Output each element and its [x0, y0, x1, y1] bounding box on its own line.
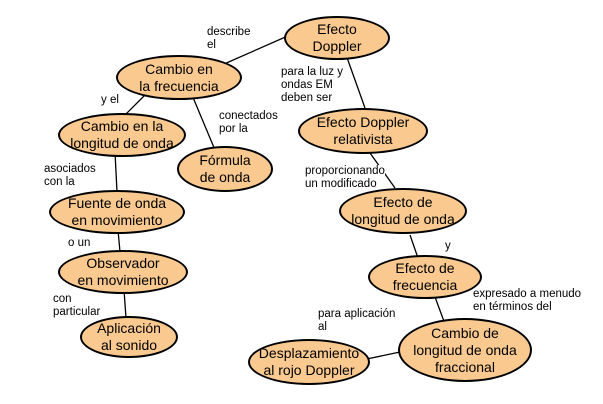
link-label-con-particular: con particular [53, 293, 101, 319]
node-efecto-doppler: Efecto Doppler [284, 16, 390, 60]
link-label-asociados: asociados con la [44, 163, 96, 189]
node-formula-onda-text: Fórmula de onda [199, 152, 251, 185]
node-cambio-longitud-fraccional-text: Cambio de longitud de onda fraccional [413, 324, 517, 375]
node-efecto-doppler-relativista-text: Efecto Doppler relativista [316, 114, 410, 147]
node-formula-onda: Fórmula de onda [177, 146, 273, 192]
node-aplicacion-sonido-text: Aplicación al sonido [97, 320, 161, 353]
node-desplazamiento-rojo-text: Desplazamiento al rojo Doppler [258, 345, 360, 378]
node-cambio-longitud-text: Cambio en la longitud de onda [70, 118, 174, 151]
node-desplazamiento-rojo: Desplazamiento al rojo Doppler [248, 339, 370, 385]
node-cambio-frecuencia-text: Cambio en la frecuencia [139, 60, 219, 94]
link-label-conectados: conectados por la [219, 110, 278, 136]
node-efecto-doppler-text: Efecto Doppler [312, 21, 362, 54]
edge-efectolongitud-efectofrecuencia [409, 234, 419, 259]
link-label-y-el: y el [101, 94, 119, 107]
node-observador-movimiento-text: Observador en movimiento [77, 255, 169, 288]
edge-frecuencia-formula [191, 94, 216, 151]
node-observador-movimiento: Observador en movimiento [58, 250, 188, 294]
edge-frecuencia-longitud [124, 94, 146, 116]
link-label-o-un: o un [68, 237, 91, 250]
node-cambio-longitud: Cambio en la longitud de onda [58, 113, 186, 157]
link-label-describe: describe el [207, 26, 251, 52]
node-cambio-frecuencia: Cambio en la frecuencia [116, 55, 242, 100]
node-fuente-onda-movimiento-text: Fuente de onda en movimiento [67, 195, 167, 228]
link-label-proporcionando: proporcionando un modificado [305, 165, 385, 191]
edge-longitud-fuente [114, 151, 118, 193]
node-fuente-onda-movimiento: Fuente de onda en movimiento [49, 190, 185, 234]
edge-observador-aplicacion [123, 289, 127, 319]
node-efecto-frecuencia-text: Efecto de frecuencia [392, 260, 458, 293]
link-label-expresado: expresado a menudo en términos del [473, 288, 582, 314]
node-efecto-longitud-onda: Efecto de longitud de onda [339, 188, 467, 234]
edge-doppler-relativista [344, 51, 366, 109]
node-aplicacion-sonido: Aplicación al sonido [80, 316, 178, 358]
node-cambio-longitud-fraccional: Cambio de longitud de onda fraccional [398, 318, 532, 382]
node-efecto-doppler-relativista: Efecto Doppler relativista [298, 108, 428, 154]
link-label-y: y [445, 240, 451, 253]
link-label-para-aplicacion: para aplicación al [318, 308, 396, 334]
node-efecto-longitud-onda-text: Efecto de longitud de onda [351, 194, 455, 227]
link-label-para-luz: para la luz y ondas EM deben ser [281, 66, 344, 105]
node-efecto-frecuencia: Efecto de frecuencia [368, 255, 482, 299]
